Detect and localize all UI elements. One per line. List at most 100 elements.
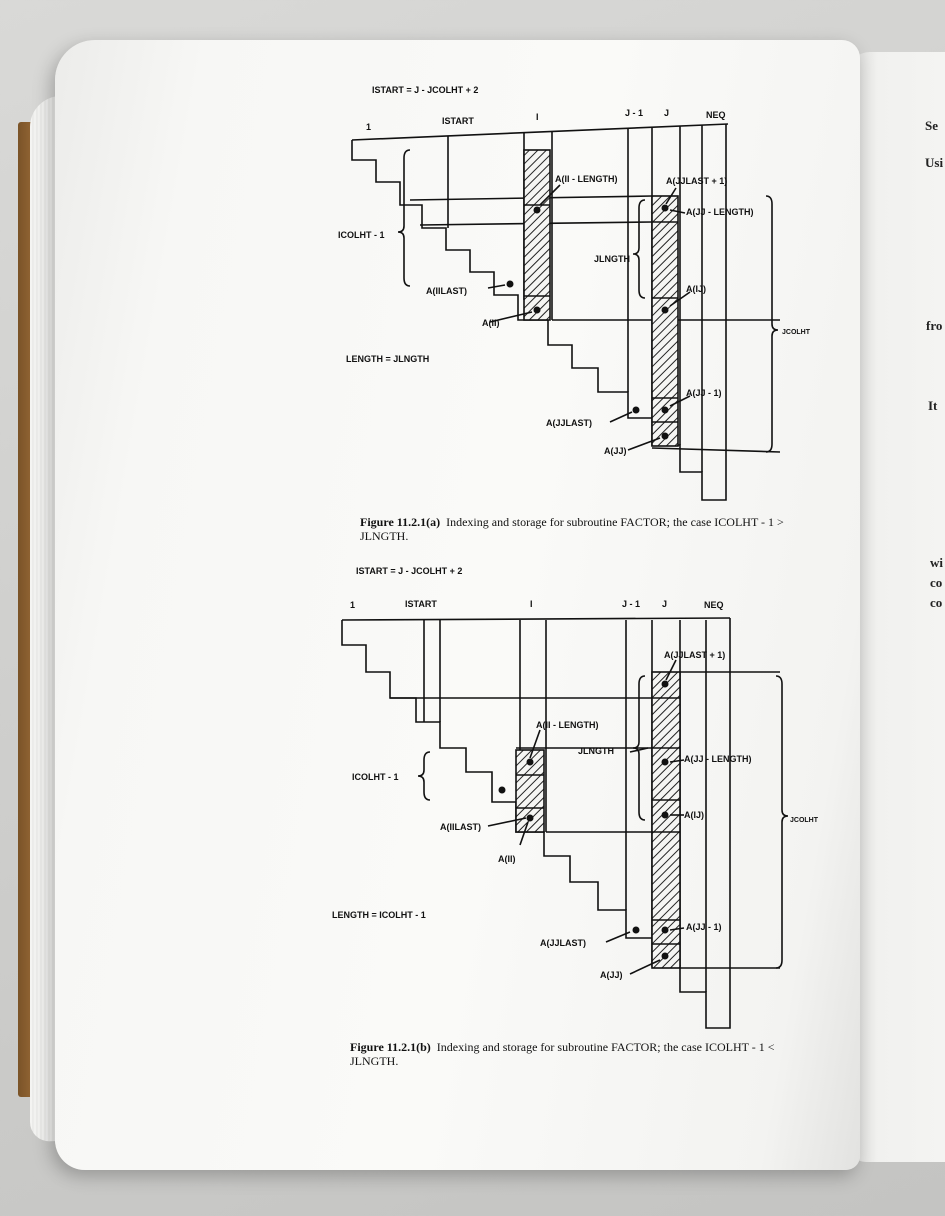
figure-a-top-label-1: 1 [366, 122, 371, 132]
figure-b-label-jcolht: JCOLHT [790, 817, 819, 824]
figure-a-label-jcolht: JCOLHT [782, 329, 811, 336]
figure-a-leader [627, 437, 661, 451]
figure-a-leader [489, 311, 533, 323]
figure-b-caption-text: Indexing and storage for subroutine FACT… [350, 1040, 775, 1068]
figure-b-label-a-jj-length: A(JJ - LENGTH) [684, 754, 752, 764]
figure-a-column-i [523, 149, 551, 321]
figure-a-top-label-i: I [536, 112, 539, 122]
facing-page [848, 52, 945, 1162]
figure-b-top-label-i: I [530, 599, 533, 609]
figure-a-brace-jlngth [632, 199, 646, 299]
figure-a-label-a-iilast: A(IILAST) [426, 286, 467, 296]
figure-b-leader [629, 747, 649, 753]
figure-a-caption-text: Indexing and storage for subroutine FACT… [360, 515, 784, 543]
figure-b-leader [669, 759, 685, 763]
figure-b-top-border [341, 617, 731, 621]
figure-b-leader [629, 959, 661, 975]
figure-a-label-icolht-1: ICOLHT - 1 [338, 230, 385, 240]
figure-a-top-border [351, 123, 729, 141]
facing-page-text: fro [926, 318, 943, 333]
figure-a-diagram: ISTART = J - JCOLHT + 2 1 ISTART I J - 1… [338, 85, 811, 501]
figure-b-leader [665, 659, 677, 681]
figure-a-dot [661, 406, 669, 414]
figure-b-column-j [651, 671, 681, 969]
figure-a-top-label-neq: NEQ [706, 110, 726, 120]
figure-a-dot [661, 204, 669, 212]
figure-b-label-a-jjlast-1: A(JJLAST + 1) [664, 650, 725, 660]
figure-b-dot [661, 926, 669, 934]
figure-a-dot [506, 280, 514, 288]
figure-a-label-a-jjlast-1: A(JJLAST + 1) [666, 176, 727, 186]
figure-a-leader [669, 395, 691, 407]
figure-b-caption-label: Figure 11.2.1(b) [350, 1040, 431, 1054]
figure-a-caption-label: Figure 11.2.1(a) [360, 515, 441, 529]
figure-a-label-a-ii: A(II) [482, 318, 500, 328]
figure-a-brace-jcolht [765, 195, 779, 453]
figure-b-dot [498, 786, 506, 794]
figure-b-brace-jlngth [632, 675, 646, 821]
figure-b-label-a-iilast: A(IILAST) [440, 822, 481, 832]
figure-a-dot [661, 432, 669, 440]
facing-page-text: co [930, 595, 943, 610]
figure-a-leader [609, 411, 633, 423]
figure-a-label-jlngth: JLNGTH [594, 254, 630, 264]
figure-a-leader [539, 184, 561, 206]
figure-b-brace-icolht [417, 751, 431, 801]
figure-b-top-label-j: J [662, 599, 667, 609]
figure-b-label-a-jj: A(JJ) [600, 970, 623, 980]
figure-b-title-formula: ISTART = J - JCOLHT + 2 [356, 566, 462, 576]
facing-page-text: Se [925, 118, 938, 133]
figure-b-top-label-istart: ISTART [405, 599, 437, 609]
figure-a-leader [669, 209, 686, 214]
figure-b-label-icolht-1: ICOLHT - 1 [352, 772, 399, 782]
figure-b-dot [661, 680, 669, 688]
figure-a-label-a-ij: A(IJ) [686, 284, 706, 294]
figure-a-label-a-jj-length: A(JJ - LENGTH) [686, 207, 754, 217]
figure-a-top-label-j: J [664, 108, 669, 118]
figure-b-brace-jcolht [775, 675, 789, 969]
figure-a-label-length-eq: LENGTH = JLNGTH [346, 354, 429, 364]
figure-a-label-a-jj-1: A(JJ - 1) [686, 388, 722, 398]
figure-b-leader [487, 817, 527, 827]
figure-b-leader [605, 931, 631, 943]
figure-b-label-a-ij: A(IJ) [684, 810, 704, 820]
figure-b-caption: Figure 11.2.1(b) Indexing and storage fo… [350, 1040, 810, 1068]
figure-b-dot [661, 952, 669, 960]
figure-a-dot [632, 406, 640, 414]
figure-b-label-a-jjlast: A(JJLAST) [540, 938, 586, 948]
figure-a-dot [533, 306, 541, 314]
figure-b-dot [526, 814, 534, 822]
figure-a-top-label-j-1: J - 1 [625, 108, 643, 118]
figure-b-top-label-neq: NEQ [704, 600, 724, 610]
figure-a-brace-icolht [397, 149, 411, 287]
figure-a-leader [669, 291, 691, 307]
figure-a-leader [487, 284, 506, 289]
figure-b-label-a-ii-length: A(II - LENGTH) [536, 720, 599, 730]
figure-b-top-label-1: 1 [350, 600, 355, 610]
figure-a-label-a-ii-length: A(II - LENGTH) [555, 174, 618, 184]
figure-b-top-label-j-1: J - 1 [622, 599, 640, 609]
figure-a-dot [661, 306, 669, 314]
facing-page-text: It [928, 398, 938, 413]
figure-b-dot [526, 758, 534, 766]
figure-a-ref-line [651, 447, 781, 453]
figure-a-dot [533, 206, 541, 214]
figure-b-dot [661, 811, 669, 819]
figure-b-label-a-ii: A(II) [498, 854, 516, 864]
figure-b-label-a-jj-1: A(JJ - 1) [686, 922, 722, 932]
figure-a-caption: Figure 11.2.1(a) Indexing and storage fo… [360, 515, 820, 543]
figure-b-dot [661, 758, 669, 766]
figure-b-leader [669, 927, 685, 931]
figure-b-leader [519, 821, 529, 846]
figure-b-label-length-eq: LENGTH = ICOLHT - 1 [332, 910, 426, 920]
facing-page-text: co [930, 575, 943, 590]
figure-a-top-label-istart: ISTART [442, 116, 474, 126]
figure-b-label-jlngth: JLNGTH [578, 746, 614, 756]
figure-b-diagram: ISTART = J - JCOLHT + 2 1 ISTART I J - 1… [332, 566, 819, 1029]
figure-a-label-a-jjlast: A(JJLAST) [546, 418, 592, 428]
figure-a-title-formula: ISTART = J - JCOLHT + 2 [372, 85, 478, 95]
figure-a-leader [665, 187, 677, 205]
figure-a-label-a-jj: A(JJ) [604, 446, 627, 456]
figure-b-leader [529, 729, 541, 759]
